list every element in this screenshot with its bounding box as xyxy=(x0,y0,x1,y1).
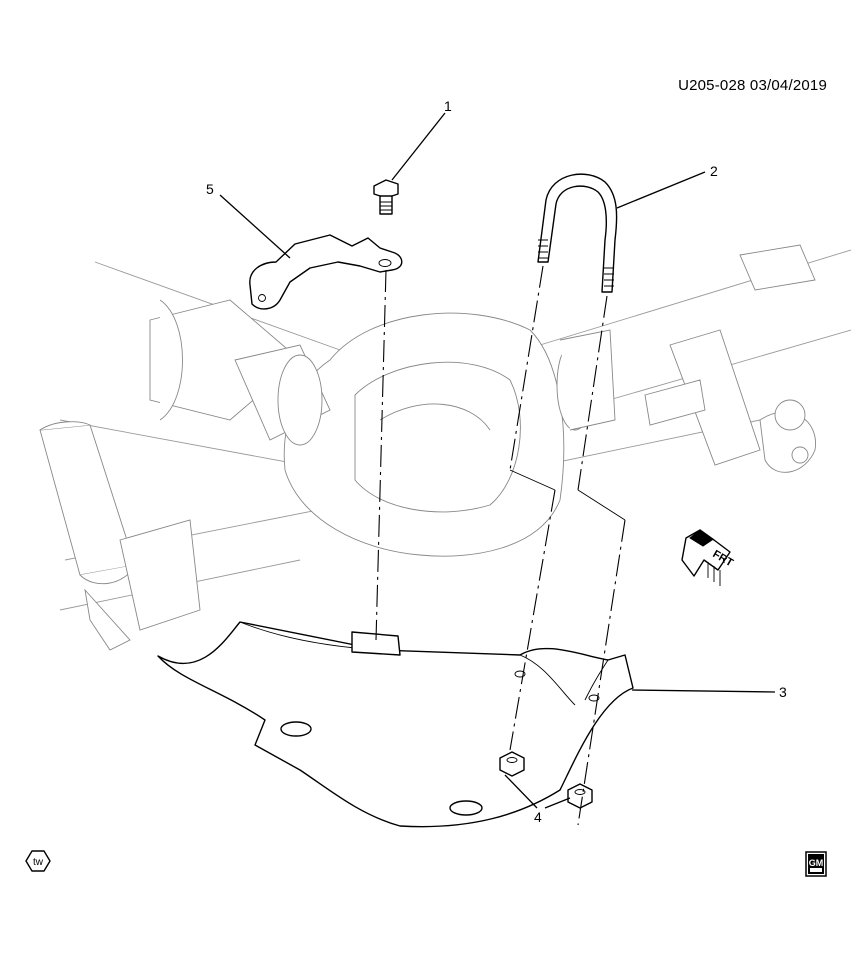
tw-label: tw xyxy=(33,857,44,868)
threadlock-hex-icon: tw xyxy=(25,850,51,872)
assembly-lines xyxy=(375,265,626,826)
document-id: U205-028 03/04/2019 xyxy=(678,77,827,94)
callout-4: 4 xyxy=(534,809,542,825)
part-4-nuts xyxy=(499,751,593,809)
part-5-bracket xyxy=(249,234,403,310)
gm-label: GM xyxy=(809,858,824,868)
part-3-skid-plate xyxy=(157,621,634,828)
callout-1: 1 xyxy=(444,98,452,114)
callout-2: 2 xyxy=(710,163,718,179)
front-arrow-icon: FRT xyxy=(681,529,735,586)
callout-5: 5 xyxy=(206,181,214,197)
part-2-u-bolt xyxy=(537,173,618,293)
leader-lines xyxy=(219,112,776,809)
axle-housing-background xyxy=(39,244,851,651)
callout-3: 3 xyxy=(779,684,787,700)
gm-logo-icon: GM xyxy=(805,851,827,877)
part-1-bolt xyxy=(373,179,399,215)
